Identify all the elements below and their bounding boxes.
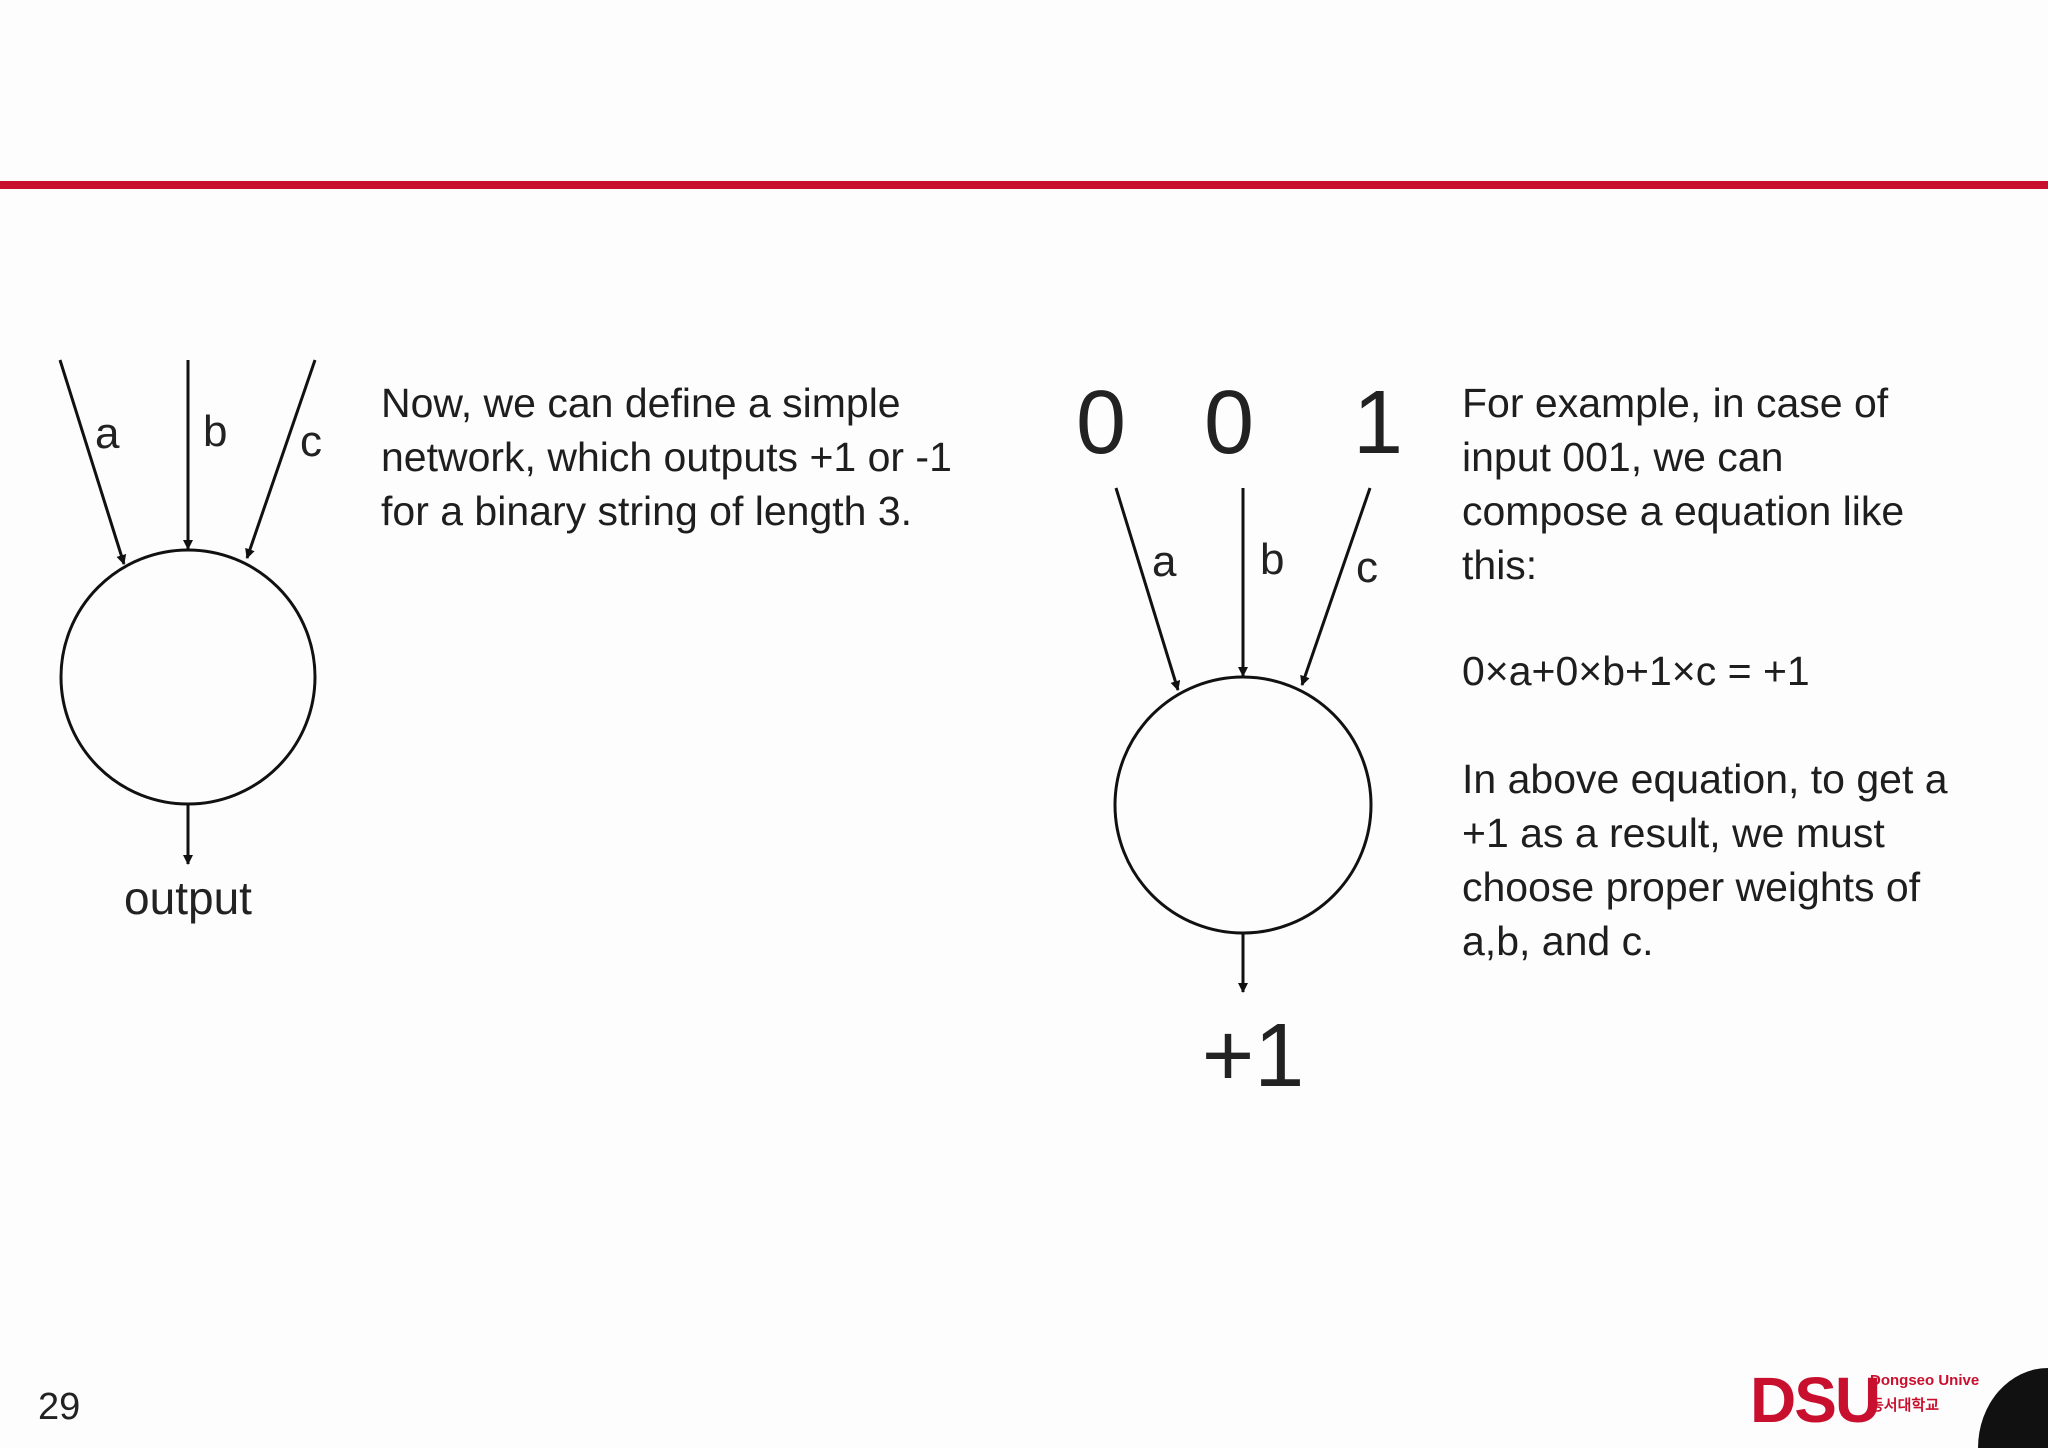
logo-english-name: Dongseo Unive <box>1870 1372 1980 1389</box>
left-network: a b c output <box>58 359 322 924</box>
dsu-logo: DSU Dongseo Unive 동서대학교 <box>1750 1368 2040 1448</box>
right-conclusion-line: +1 as a result, we must <box>1462 810 1885 856</box>
right-conclusion-line: choose proper weights of <box>1462 864 1921 910</box>
left-description: Now, we can define a simple network, whi… <box>381 376 952 538</box>
logo-wordmark: DSU <box>1750 1364 1881 1436</box>
right-edge-a-arrow <box>1114 487 1181 691</box>
right-output-label: +1 <box>1202 1006 1305 1106</box>
right-neuron <box>1113 675 1373 935</box>
left-description-line: network, which outputs +1 or -1 <box>381 434 952 480</box>
header-rule <box>0 181 2048 189</box>
left-description-line: Now, we can define a simple <box>381 380 901 426</box>
input-value-1: 0 <box>1076 373 1126 473</box>
right-edge-c-arrow <box>1300 487 1372 686</box>
left-edge-a-arrow <box>58 359 127 565</box>
equation: 0×a+0×b+1×c = +1 <box>1462 648 1810 694</box>
right-conclusion-text: In above equation, to get a +1 as a resu… <box>1462 752 1948 968</box>
left-input-label-c: c <box>300 417 322 466</box>
right-conclusion-line: a,b, and c. <box>1462 918 1654 964</box>
right-input-label-a: a <box>1152 537 1177 586</box>
right-intro-text: For example, in case of input 001, we ca… <box>1462 376 1904 592</box>
right-intro-line: For example, in case of <box>1462 380 1889 426</box>
left-description-line: for a binary string of length 3. <box>381 488 913 534</box>
right-intro-line: compose a equation like <box>1462 488 1905 534</box>
right-network: 0 0 1 a b c +1 <box>1076 373 1403 1106</box>
left-input-label-b: b <box>203 407 227 456</box>
left-output-label: output <box>124 872 252 924</box>
left-input-label-a: a <box>95 409 120 458</box>
page-number: 29 <box>38 1386 81 1428</box>
input-value-2: 0 <box>1204 373 1254 473</box>
right-input-label-b: b <box>1260 535 1284 584</box>
left-neuron <box>59 548 317 806</box>
right-intro-line: this: <box>1462 542 1538 588</box>
input-value-3: 1 <box>1353 373 1403 473</box>
left-edge-c-arrow <box>245 359 317 559</box>
right-conclusion-line: In above equation, to get a <box>1462 756 1948 802</box>
right-intro-line: input 001, we can <box>1462 434 1784 480</box>
logo-korean-name: 동서대학교 <box>1870 1397 1940 1414</box>
right-input-label-c: c <box>1356 543 1378 592</box>
